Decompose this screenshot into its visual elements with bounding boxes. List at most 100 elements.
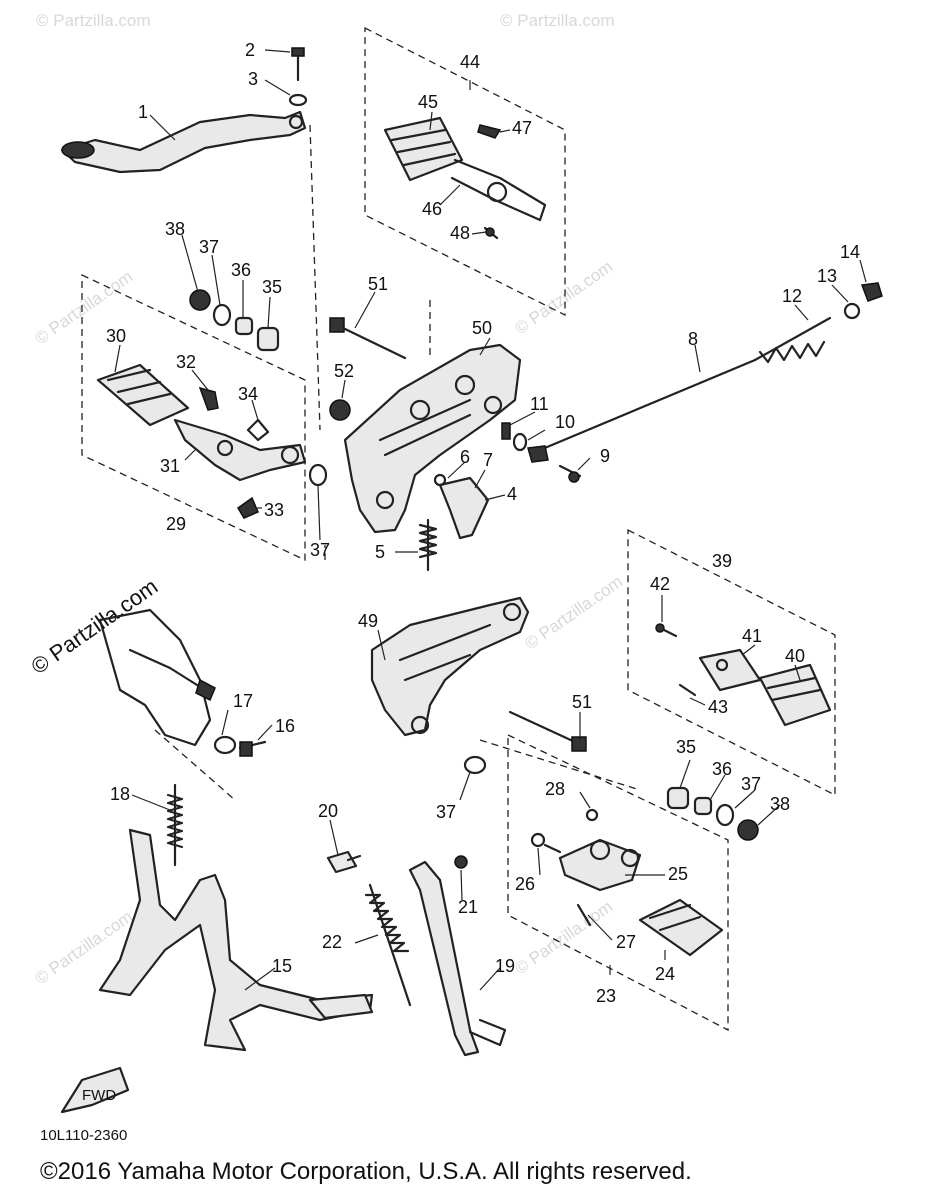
washer-17 xyxy=(213,735,237,755)
callout-26: 26 xyxy=(515,874,535,894)
washer-3 xyxy=(288,93,308,107)
footrest-assembly-44 xyxy=(383,116,547,240)
assembly-box-44 xyxy=(364,26,566,317)
callout-32: 32 xyxy=(176,352,196,372)
callout-12: 12 xyxy=(782,286,802,306)
callout-25: 25 xyxy=(668,864,688,884)
callout-48: 48 xyxy=(450,223,470,243)
diagram-code: 10L110-2360 xyxy=(40,1127,127,1144)
callout-3: 3 xyxy=(248,69,258,89)
callout-50: 50 xyxy=(472,318,492,338)
callout-42: 42 xyxy=(650,574,670,594)
nut-52 xyxy=(329,399,351,421)
bolt-51-middle xyxy=(508,710,587,752)
assembly-box-29 xyxy=(81,273,306,562)
watermark-faint: © Partzilla.com xyxy=(511,257,616,338)
callout-35-left: 35 xyxy=(262,277,282,297)
footrest-bracket-49 xyxy=(370,596,530,737)
side-stand-19 xyxy=(408,860,507,1057)
assembly-outlines xyxy=(81,26,836,1032)
footrest-bracket-50 xyxy=(343,343,522,534)
callout-20: 20 xyxy=(318,801,338,821)
callout-37-top: 37 xyxy=(199,237,219,257)
callout-24: 24 xyxy=(655,964,675,984)
callout-13: 13 xyxy=(817,266,837,286)
callout-16: 16 xyxy=(275,716,295,736)
bolt-16 xyxy=(238,740,267,757)
footrest-assembly-29 xyxy=(96,289,328,519)
callout-34: 34 xyxy=(238,384,258,404)
callout-52: 52 xyxy=(334,361,354,381)
callout-9: 9 xyxy=(600,446,610,466)
callout-37-right: 37 xyxy=(741,774,761,794)
washer-37-middle xyxy=(463,755,487,775)
callout-10: 10 xyxy=(555,412,575,432)
frame-outline xyxy=(98,608,216,747)
callout-36-right: 36 xyxy=(712,759,732,779)
spring-22 xyxy=(364,883,412,1007)
watermark-main: © Partzilla.com xyxy=(27,574,163,680)
callout-15: 15 xyxy=(272,956,292,976)
callout-36-left: 36 xyxy=(231,260,251,280)
callout-41: 41 xyxy=(742,626,762,646)
callout-46: 46 xyxy=(422,199,442,219)
callout-18: 18 xyxy=(110,784,130,804)
bolt-51-top xyxy=(329,317,407,360)
callout-29: 29 xyxy=(166,514,186,534)
brake-rod-8 xyxy=(538,282,883,452)
fwd-label: FWD xyxy=(82,1087,116,1104)
leader-lines xyxy=(114,49,867,991)
brake-pedal xyxy=(60,110,307,174)
callout-31: 31 xyxy=(160,456,180,476)
callout-47: 47 xyxy=(512,118,532,138)
callout-40: 40 xyxy=(785,646,805,666)
callout-22: 22 xyxy=(322,932,342,952)
callout-8: 8 xyxy=(688,329,698,349)
brake-switch-parts xyxy=(418,422,582,572)
footrest-assembly-39 xyxy=(655,623,832,727)
bolt-2 xyxy=(291,47,305,82)
callout-49: 49 xyxy=(358,611,378,631)
watermark-faint: © Partzilla.com xyxy=(36,11,151,30)
callout-33: 33 xyxy=(264,500,284,520)
callout-35-right: 35 xyxy=(676,737,696,757)
callout-17: 17 xyxy=(233,691,253,711)
dashed-leader xyxy=(154,729,236,801)
callout-1: 1 xyxy=(138,102,148,122)
callout-51-top: 51 xyxy=(368,274,388,294)
watermark-faint: © Partzilla.com xyxy=(521,572,626,653)
spring-18 xyxy=(166,783,184,867)
callout-44: 44 xyxy=(460,52,480,72)
callout-30: 30 xyxy=(106,326,126,346)
callout-27: 27 xyxy=(616,932,636,952)
callout-21: 21 xyxy=(458,897,478,917)
callout-14: 14 xyxy=(840,242,860,262)
callout-51-middle: 51 xyxy=(572,692,592,712)
dashed-leader xyxy=(309,124,321,431)
watermark-faint: © Partzilla.com xyxy=(511,897,616,978)
watermark-faint: © Partzilla.com xyxy=(500,11,615,30)
forward-arrow-icon: FWD xyxy=(60,1066,130,1114)
pivot-20 xyxy=(326,850,362,874)
main-stand-15 xyxy=(98,828,374,1052)
callout-5: 5 xyxy=(375,542,385,562)
callout-28: 28 xyxy=(545,779,565,799)
footrest-assembly-23 xyxy=(530,786,759,957)
callout-39: 39 xyxy=(712,551,732,571)
callout-11: 11 xyxy=(530,394,549,414)
callout-37-left: 37 xyxy=(310,540,330,560)
callout-4: 4 xyxy=(507,484,517,504)
assembly-box-23 xyxy=(507,733,729,1032)
callout-19: 19 xyxy=(495,956,515,976)
callout-6: 6 xyxy=(460,447,470,467)
dashed-leader xyxy=(479,739,641,791)
callout-2: 2 xyxy=(245,40,255,60)
callout-43: 43 xyxy=(708,697,728,717)
callout-23: 23 xyxy=(596,986,616,1006)
nut-21 xyxy=(454,855,468,869)
callout-45: 45 xyxy=(418,92,438,112)
assembly-box-39 xyxy=(627,528,836,797)
callout-7: 7 xyxy=(483,450,493,470)
callout-38-left: 38 xyxy=(165,219,185,239)
